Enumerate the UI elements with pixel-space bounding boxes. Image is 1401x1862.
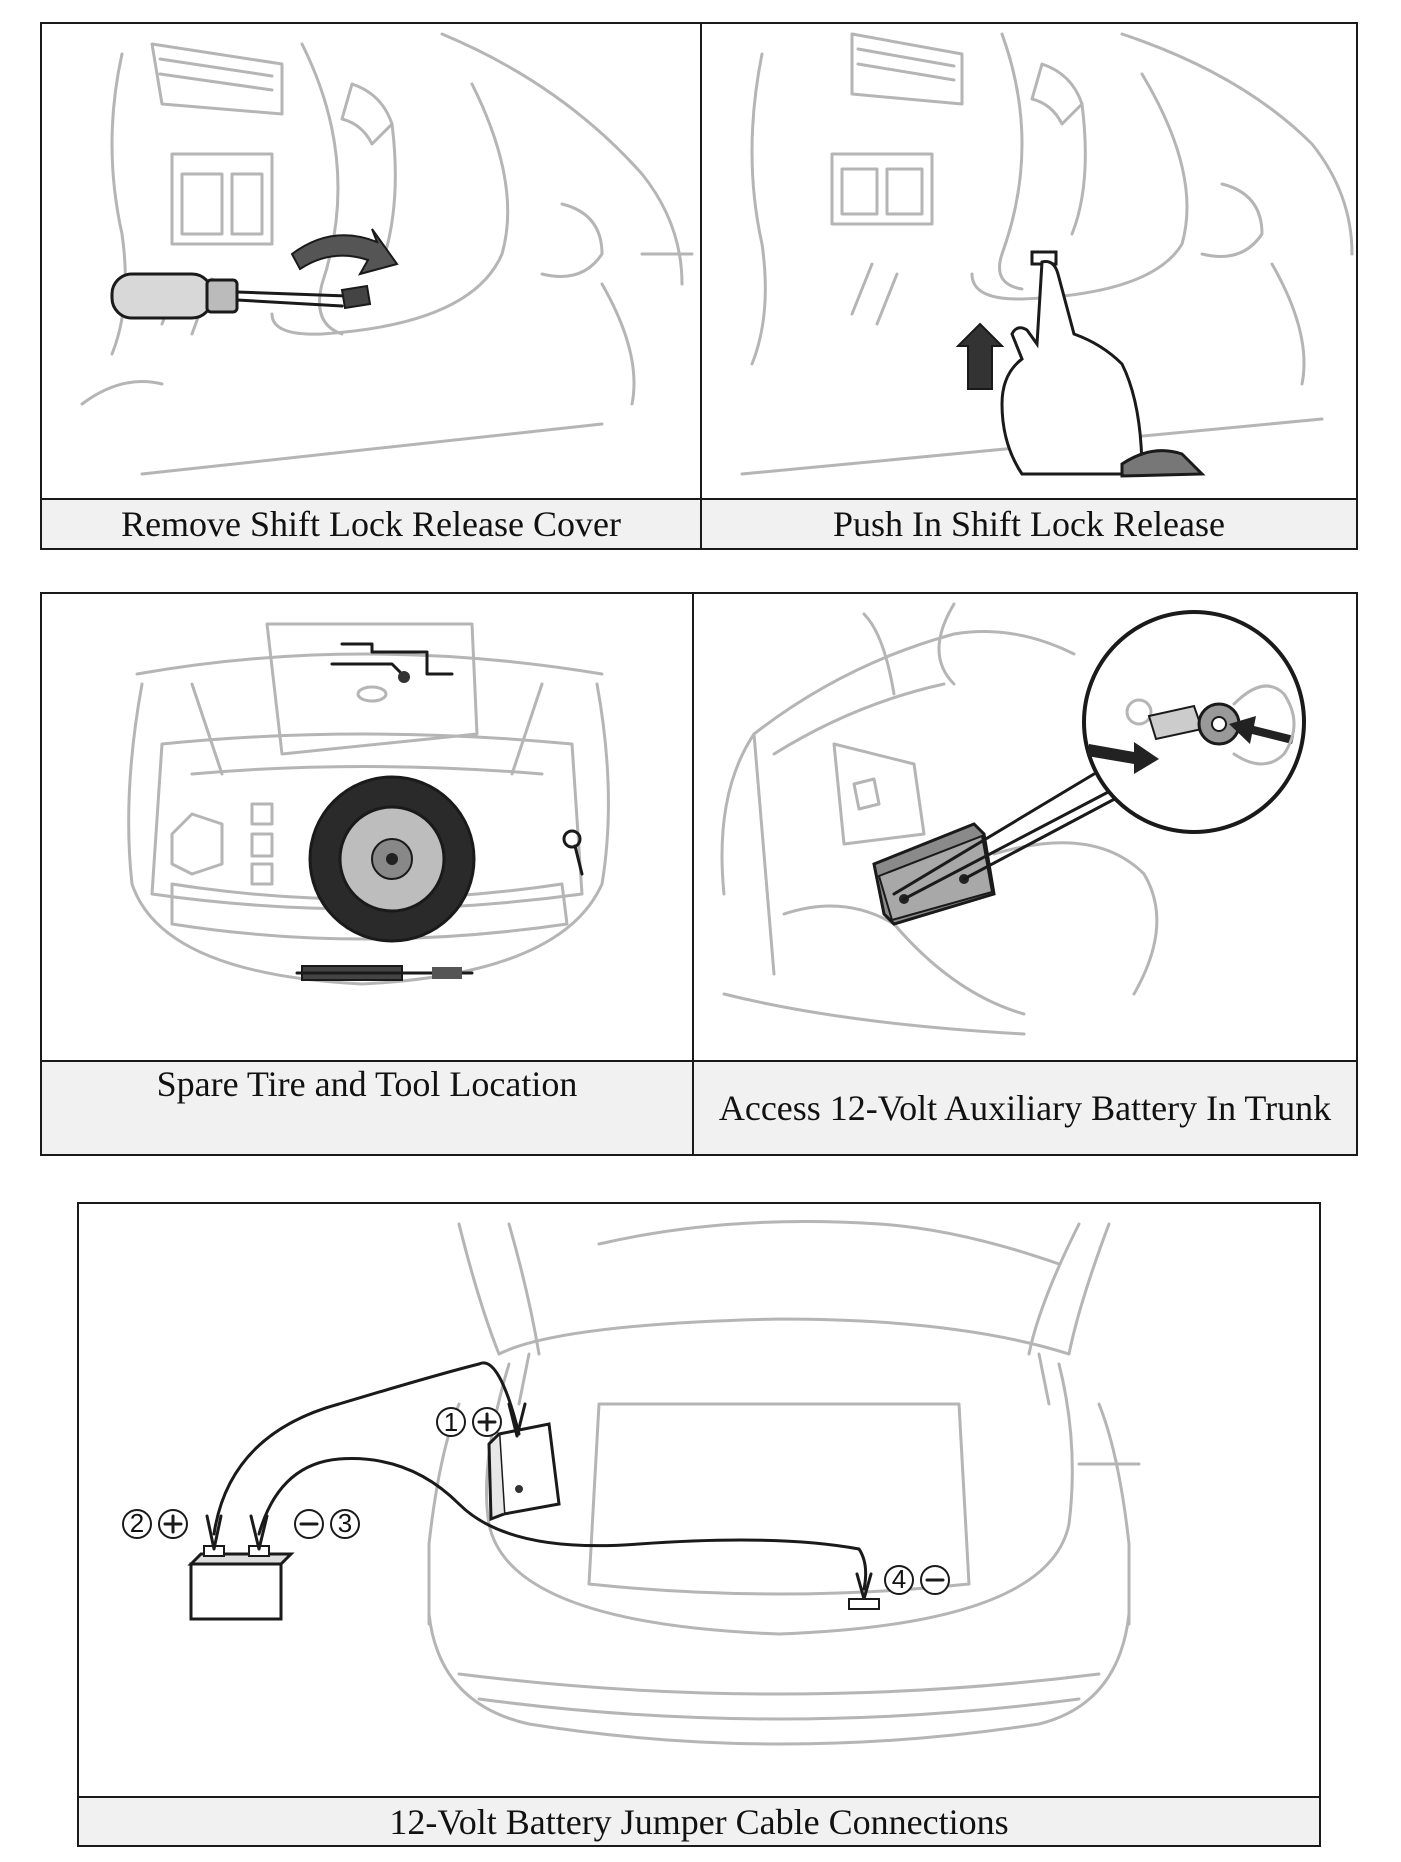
jumper-cable-illustration: 1 2 3 4 (79, 1204, 1319, 1796)
lug-wrench-icon (330, 642, 454, 703)
aux-battery-caption: Access 12-Volt Auxiliary Battery In Trun… (694, 1062, 1356, 1154)
marker-2: 2 (122, 1508, 188, 1539)
spare-tire-illustration (42, 594, 692, 1060)
svg-text:3: 3 (338, 1508, 352, 1538)
spare-tire-icon (308, 775, 476, 943)
trunk-panel: Spare Tire and Tool Location Access 12-V… (40, 592, 1358, 1156)
svg-text:1: 1 (444, 1407, 458, 1437)
caption-divider (42, 1060, 1356, 1062)
remove-cover-caption: Remove Shift Lock Release Cover (42, 500, 700, 548)
battery-icon (487, 1422, 561, 1522)
aux-battery-illustration (694, 594, 1358, 1060)
remove-cover-illustration (42, 24, 700, 498)
jack-icon (295, 965, 474, 981)
up-arrow-icon (955, 322, 1005, 390)
panel-divider (700, 24, 702, 548)
battery-icon (187, 1545, 295, 1621)
shift-lock-panel: Remove Shift Lock Release Cover Push In … (40, 22, 1358, 550)
jumper-cable-caption: 12-Volt Battery Jumper Cable Connections (79, 1798, 1319, 1845)
jumper-clamp-icon (205, 1402, 880, 1610)
push-release-illustration (702, 24, 1358, 498)
curved-arrow-icon (290, 228, 399, 276)
hand-icon (1000, 260, 1206, 478)
caption-divider (42, 498, 1356, 500)
marker-3: 3 (294, 1508, 360, 1539)
marker-1: 1 (436, 1407, 502, 1437)
screwdriver-icon (110, 272, 372, 320)
panel-divider (692, 594, 694, 1154)
push-release-caption: Push In Shift Lock Release (702, 500, 1356, 548)
marker-4: 4 (884, 1564, 950, 1595)
battery-connector-icon (1087, 684, 1296, 774)
tow-hook-icon (562, 829, 584, 876)
svg-text:4: 4 (892, 1564, 906, 1594)
svg-text:2: 2 (130, 1508, 144, 1538)
caption-divider (79, 1796, 1319, 1798)
spare-tire-caption: Spare Tire and Tool Location (42, 1062, 692, 1154)
jumper-cable-panel: 1 2 3 4 12-Volt B (77, 1202, 1321, 1847)
